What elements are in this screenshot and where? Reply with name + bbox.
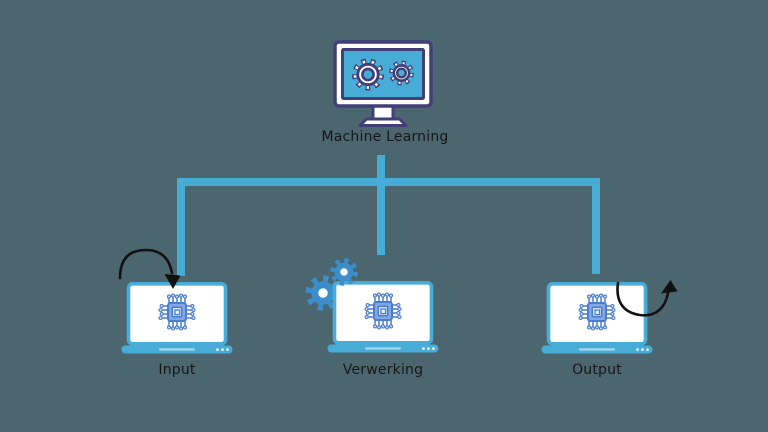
connector-branch-right: [592, 178, 600, 274]
node-label-verwerking: Verwerking: [342, 362, 424, 378]
processing-gear-icon: [329, 257, 359, 287]
gear-icon: [389, 60, 414, 86]
machine-learning-label: Machine Learning: [321, 129, 449, 145]
monitor-gears-icon: [333, 40, 433, 128]
node-label-output: Output: [572, 362, 622, 378]
connector-branch-left: [177, 178, 185, 276]
connector-trunk: [377, 155, 385, 255]
laptop-chip-icon-verwerking: [327, 281, 439, 353]
connector-horizontal: [177, 178, 600, 186]
arrow-out-of-laptop-icon: [612, 274, 680, 322]
node-label-input: Input: [158, 362, 196, 378]
arrow-into-laptop-icon: [112, 244, 184, 294]
gear-icon: [352, 58, 384, 91]
